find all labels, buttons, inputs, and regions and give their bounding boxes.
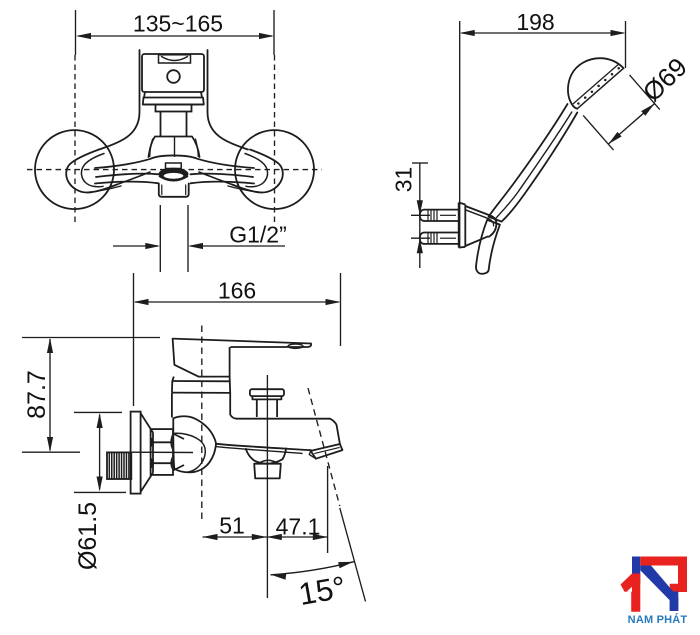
svg-text:51: 51 — [219, 513, 245, 539]
svg-text:198: 198 — [516, 9, 554, 35]
svg-text:NAM PHÁT: NAM PHÁT — [628, 613, 688, 626]
svg-text:135~165: 135~165 — [133, 11, 223, 37]
svg-text:Ø61.5: Ø61.5 — [74, 502, 102, 570]
svg-text:166: 166 — [218, 278, 256, 304]
svg-text:87.7: 87.7 — [23, 370, 51, 419]
svg-text:G1/2”: G1/2” — [229, 222, 287, 248]
svg-text:31: 31 — [391, 167, 417, 193]
svg-text:15°: 15° — [296, 569, 348, 612]
